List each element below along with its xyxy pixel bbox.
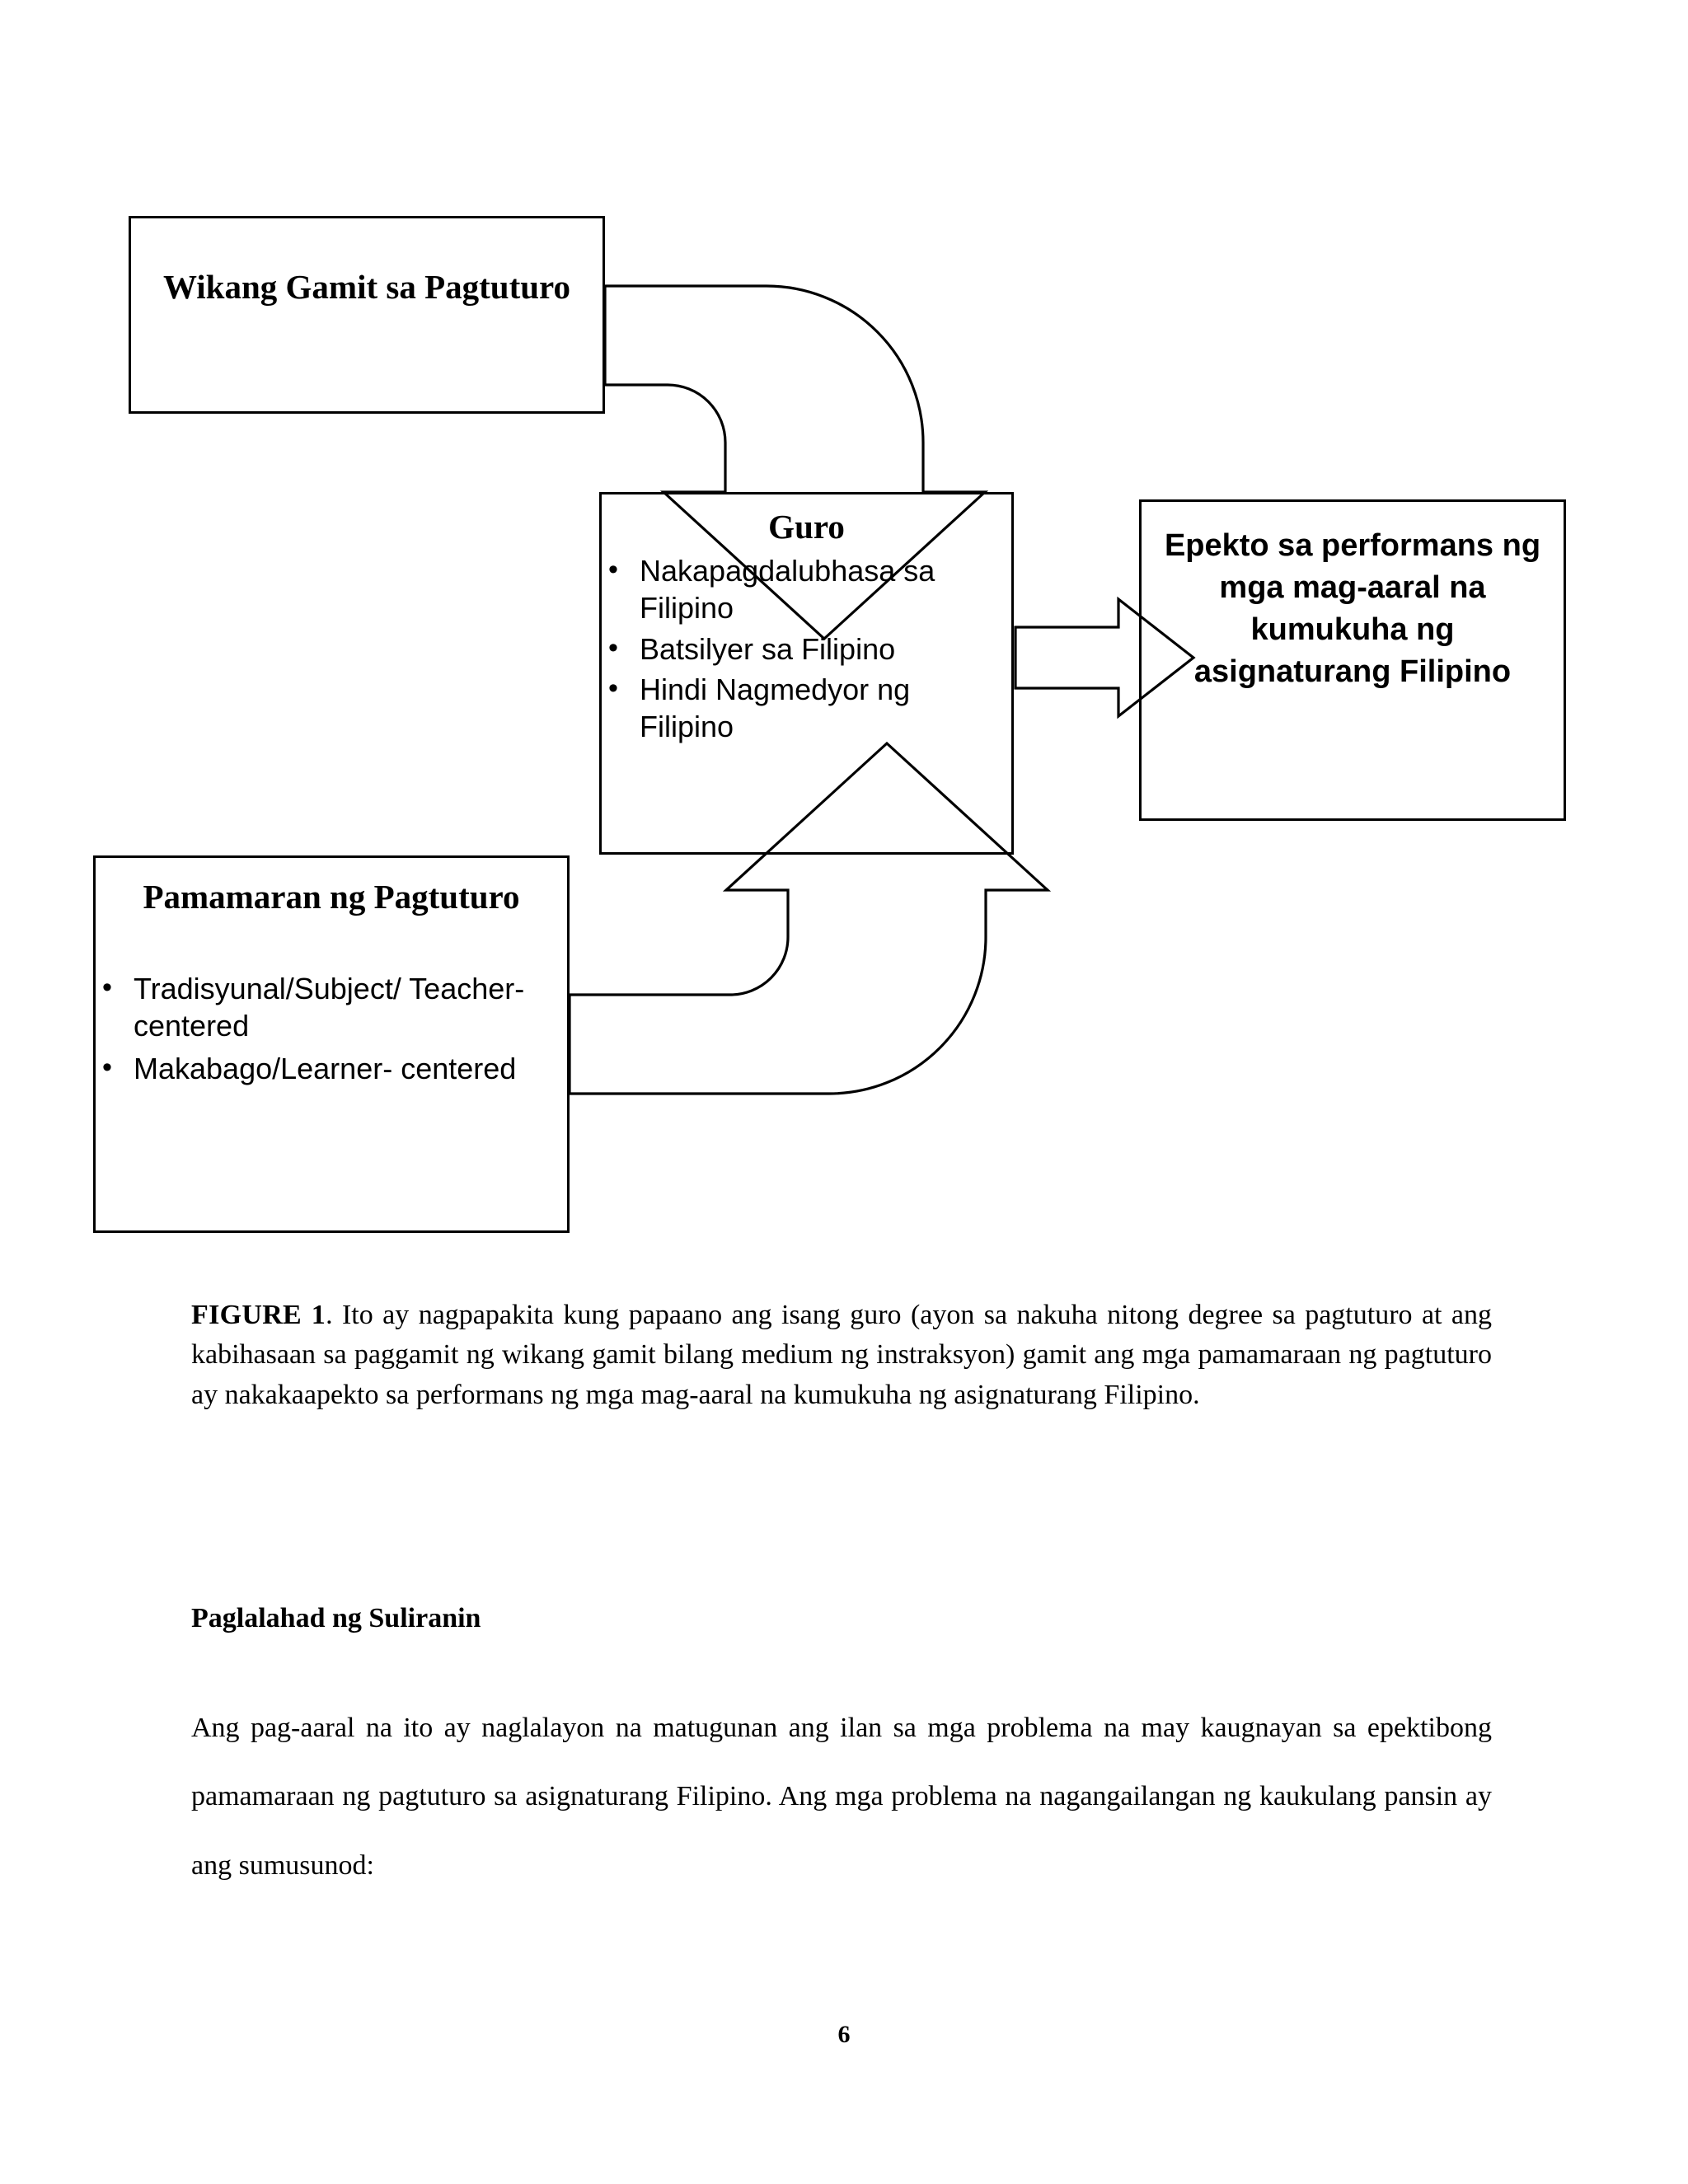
figure-caption-block: FIGURE 1. Ito ay nagpapakita kung papaan… [191,1296,1492,1415]
figure-caption: FIGURE 1. Ito ay nagpapakita kung papaan… [191,1296,1492,1415]
concept-framework-diagram: Wikang Gamit sa Pagtuturo Guro • Nakapag… [93,216,1566,1233]
curved-block-arrow-up-path [568,741,1052,1095]
diagram-box-title: Pamamaran ng Pagtuturo [143,878,520,916]
figure-caption-text: . Ito ay nagpapakita kung papaano ang is… [191,1300,1492,1410]
list-item-label: Hindi Nagmedyor ng Filipino [640,673,911,744]
guro-bullet-list: • Nakapagdalubhasa sa Filipino • Batsily… [602,552,1006,746]
diagram-box-wikang-gamit: Wikang Gamit sa Pagtuturo [129,216,605,414]
curved-block-arrow-down-path [603,284,989,641]
list-item-label: Tradisyunal/Subject/ Teacher-centered [134,972,525,1043]
diagram-box-epekto: Epekto sa performans ng mga mag-aaral na… [1139,499,1566,821]
list-item: • Batsilyer sa Filipino [602,630,1006,668]
bullet-icon: • [608,673,618,705]
bullet-icon: • [608,554,618,586]
figure-label: FIGURE 1 [191,1300,326,1330]
diagram-box-title: Epekto sa performans ng mga mag-aaral na… [1164,528,1541,689]
list-item-label: Makabago/Learner- centered [134,1051,517,1085]
list-item: • Hindi Nagmedyor ng Filipino [602,671,1006,746]
diagram-box-pamamaran: Pamamaran ng Pagtuturo • Tradisyunal/Sub… [93,855,570,1233]
bullet-icon: • [102,1051,112,1083]
block-arrow-right-path [1014,596,1196,719]
list-item: • Nakapagdalubhasa sa Filipino [602,552,1006,627]
diagram-box-title: Wikang Gamit sa Pagtuturo [163,268,570,306]
list-item-label: Batsilyer sa Filipino [640,631,896,666]
pamamaran-bullet-list: • Tradisyunal/Subject/ Teacher-centered … [96,970,567,1087]
section-heading: Paglalahad ng Suliranin [191,1603,481,1633]
bullet-icon: • [608,631,618,663]
page-number: 6 [837,2021,851,2048]
diagram-box-guro: Guro • Nakapagdalubhasa sa Filipino • Ba… [599,492,1014,855]
list-item-label: Nakapagdalubhasa sa Filipino [640,554,935,626]
body-paragraph: Ang pag-aaral na ito ay naglalayon na ma… [191,1713,1492,1881]
diagram-arrows-layer [568,284,1196,1095]
list-item: • Makabago/Learner- centered [96,1050,560,1087]
bullet-icon: • [102,972,112,1004]
diagram-box-title: Guro [768,508,845,546]
list-item: • Tradisyunal/Subject/ Teacher-centered [96,970,560,1045]
